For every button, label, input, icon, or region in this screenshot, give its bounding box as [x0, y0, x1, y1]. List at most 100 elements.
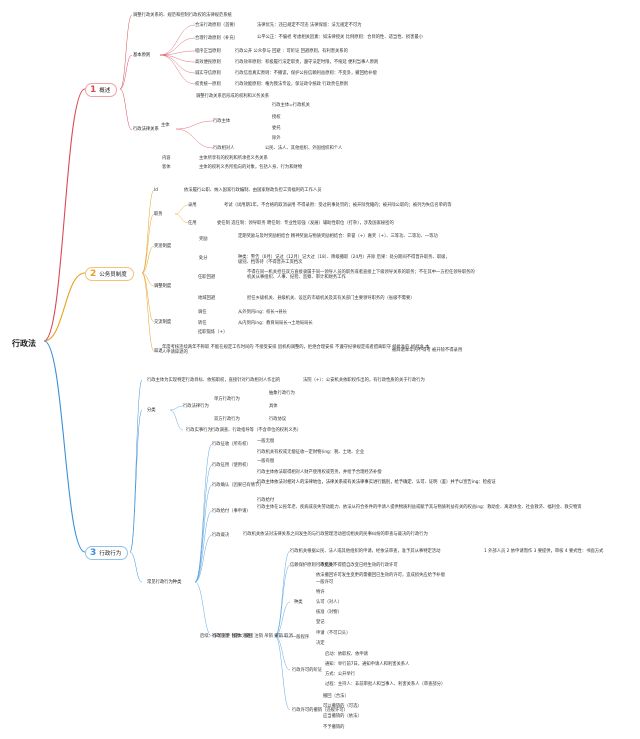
map-node[interactable]: 单方行政行为 [214, 397, 240, 402]
map-node[interactable]: 从外到内ing：校长→县长 [238, 310, 287, 315]
map-node[interactable]: 抽象行政行为 [269, 391, 295, 396]
map-node[interactable]: 行政机关依法对法律关系之间发生的与行政管理活动密切相关的民事纠纷的审查与裁决的行… [243, 532, 428, 537]
map-node[interactable]: 后续：许可变更 暂停：撤回 注销 吊销 撤销 取消 [200, 634, 293, 639]
map-node[interactable]: 地域回避 [198, 296, 216, 301]
map-node[interactable]: 主体的权利义务所指向的对象，包括人身、行为和财物 [199, 165, 303, 170]
map-node[interactable]: 特许 [316, 590, 325, 595]
map-node[interactable]: 交流制度 [154, 320, 172, 325]
map-node[interactable]: 行政机关有权或无偿征收一定财物(ing：税、土地、企业 [257, 450, 365, 455]
map-node[interactable]: 行政相对人 [213, 146, 235, 151]
map-node[interactable]: 委任制 选任制：领导职务 聘任制：专业性较强（发展）辅助性职位（打杂），涉及国家… [217, 221, 394, 226]
map-node[interactable]: 行政主体为实现特定行政目标、依照职权，直接针对行政相对人作出的 [147, 378, 281, 383]
map-node[interactable]: 授权 [272, 115, 281, 120]
map-node[interactable]: 诚实守信原则 [195, 71, 221, 76]
map-node[interactable]: 行政给付 [257, 498, 275, 503]
map-node[interactable]: 行政效能原则：権为我法专设，保证政令统政 行政责任原则 [235, 82, 349, 87]
map-node[interactable]: 行政主体=行政机关 [272, 103, 310, 108]
map-node[interactable]: 可以撤销的（可选） [323, 704, 362, 709]
map-node[interactable]: 行政征用（使用权） [212, 463, 251, 468]
map-node[interactable]: 考试（试用期1年，不合格的取消录用 不得录用：受过刑事处罚的；被开除党籍的；被开… [224, 203, 452, 208]
map-node[interactable]: Id [154, 188, 158, 193]
map-node[interactable]: 辞退 [154, 349, 163, 354]
root-node-title[interactable]: 行政法 [12, 339, 36, 348]
map-node[interactable]: 行政机关不得擅自改变已经生效的行政许可 [316, 563, 398, 568]
map-node[interactable]: 调整行政关系的、规范和控制行政权的法律规范系统 [133, 13, 232, 18]
map-node[interactable]: 处分 [199, 256, 208, 261]
map-node[interactable]: 行政信息真实原则：不撒谎，保护公民信赖利益原则：不变卦，撤回给补偿 [235, 71, 377, 76]
map-node[interactable]: 登记 [316, 620, 325, 625]
map-node[interactable]: 应当撤销的（依法） [323, 714, 362, 719]
map-node[interactable]: 决定 [316, 641, 325, 646]
map-node[interactable]: 启动：依职权、依申请 [325, 652, 368, 657]
map-node[interactable]: 种类：警告（6月）记过（12月）记大过（18）、降级撤职（24月）开除 后果：处… [238, 255, 450, 265]
map-node[interactable]: 行政主体依法取得相对人财产使用权或劳务，并给予合理经济补偿 [257, 470, 382, 475]
map-node[interactable]: 行政法律关系 [133, 127, 159, 132]
map-node[interactable]: 撤回（合法） [323, 694, 349, 699]
map-node[interactable]: 行政效率原则：积极履行法定职责，遵守法定时限，不拖延 便利当事人原则 [235, 60, 379, 65]
map-node[interactable]: 内容 [162, 156, 171, 161]
map-node[interactable]: 通知：举行前7日，通知申请人和利害关系人 [325, 662, 410, 667]
map-node[interactable]: 调整制度 [154, 284, 172, 289]
map-node[interactable]: 基本原则 [133, 53, 151, 58]
map-node[interactable]: 程序正当原则 [195, 49, 221, 54]
map-node[interactable]: 主体 [161, 123, 170, 128]
map-node[interactable]: 转任 [198, 321, 207, 326]
map-node[interactable]: 奖惩制度 [154, 244, 172, 249]
map-node[interactable]: 任职回避 [198, 275, 216, 280]
map-node[interactable]: 定期奖励与及时奖励相结合 精神奖励与物质奖励相结合：荣誉（+）嘉奖（+）、三等功… [238, 234, 438, 239]
map-node[interactable]: 一般无偿 [257, 439, 275, 444]
map-node[interactable]: 挂职锻炼（+） [198, 330, 228, 335]
map-node[interactable]: 一般许可 [316, 580, 334, 585]
map-node[interactable]: 主体所享有的权利和所承担义务关系 [199, 156, 268, 161]
map-node[interactable]: 一般程序 [292, 635, 310, 640]
map-node[interactable]: 调任 [198, 310, 207, 315]
map-node[interactable]: 行政裁决 [212, 533, 230, 538]
map-node[interactable]: 行政协议 [269, 417, 287, 422]
map-node[interactable]: 一般有偿 [257, 459, 275, 464]
map-node[interactable]: 奖励 [199, 237, 208, 242]
map-node[interactable]: 公民、法人、其他组织、外国组织和个人 [265, 146, 343, 151]
map-node[interactable]: 从内到内ing：教育局局长→土地局局长 [238, 321, 313, 326]
map-node[interactable]: 被辞退本年内不得考 被开除不得录用 [392, 348, 463, 353]
map-node[interactable]: 双方行政行为 [214, 417, 240, 422]
map-node[interactable]: 行政主体依法对相对人的法律地位，法律关系或有关法律事实进行甄别，给予确定、认可、… [257, 480, 496, 485]
map-node[interactable]: 不予撤销的 [323, 725, 345, 730]
map-node[interactable]: 具体 [269, 404, 278, 409]
map-node[interactable]: 权责统一原则 [195, 82, 221, 87]
map-node[interactable]: 行政许可的听证 [292, 668, 323, 673]
map-node[interactable]: 方式：公开举行 [325, 672, 356, 677]
map-node[interactable]: 录用 [188, 203, 197, 208]
map-node[interactable]: 合理行政原则（补充） [195, 36, 238, 41]
map-node[interactable]: 合法行政原则（首要） [195, 23, 238, 28]
map-node[interactable]: 行政调查、行政指导等（不含单位的权利义务） [211, 428, 302, 433]
map-node[interactable]: 过程：主持人：非前审批人和当事人、利害关系人（审查部分） [325, 682, 446, 687]
map-node[interactable]: 高效便民原则 [195, 60, 221, 65]
map-node[interactable]: 公平公正：不偏袒 考虑相关因素：如法律授关 比例原则：合目的性、适当性、损害最小 [257, 35, 424, 40]
map-node[interactable]: 法院（+）：公安机关依职权作出的，有行政性质的关于行政行为 [303, 378, 425, 383]
map-node[interactable]: 除外 [272, 136, 281, 141]
map-node[interactable]: 行政实事行为 [186, 428, 212, 433]
map-node[interactable]: 种类 [294, 600, 303, 605]
map-node[interactable]: 不得在同一机关担任双方直接隶属于同一领导人员的职务或者直接上下级领导关系的职务；… [247, 270, 475, 280]
map-node[interactable]: 年度考核连续两年不称职 不能在规定工作时间的 不接受安排 因机构调整的，拒绝合理… [162, 345, 430, 355]
map-node[interactable]: 申请（不可口头） [316, 631, 351, 636]
map-node[interactable]: 行政主体在公民年老、疾病或丧失劳动能力、依法从符合条件的申请人提供物质利益或赋予… [257, 505, 582, 510]
map-node[interactable]: 担任乡级机关、县级机关、设区的市级机关及其有关部门主要领导职务的（省级不需要） [247, 296, 415, 301]
map-node[interactable]: 认可（对人） [316, 600, 342, 605]
map-node[interactable]: 任用 [188, 221, 197, 226]
map-node[interactable]: 分类 [147, 408, 156, 413]
map-node[interactable]: 行政征收（所有权） [212, 442, 251, 447]
map-node[interactable]: 行政给付（事申请） [212, 509, 251, 514]
map-node[interactable]: 行政许可（提本无语） [212, 634, 255, 639]
map-node[interactable]: 行政主体 [213, 119, 231, 124]
map-node[interactable]: 1 外部人员 2 依申请而作 3 要提供，审核 4 要式性：书面方式 [484, 549, 604, 554]
map-node[interactable]: 调整行政关系后形成的权利和义务关系 [196, 94, 270, 99]
map-node[interactable]: 行政确认（因果已有情节） [212, 483, 264, 488]
map-node[interactable]: 核准（对物） [316, 610, 342, 615]
map-node[interactable]: 委托 [272, 126, 281, 131]
map-node[interactable]: 行政许可的撤销（违规许可） [292, 708, 348, 713]
map-node[interactable]: 职务 [154, 212, 163, 217]
